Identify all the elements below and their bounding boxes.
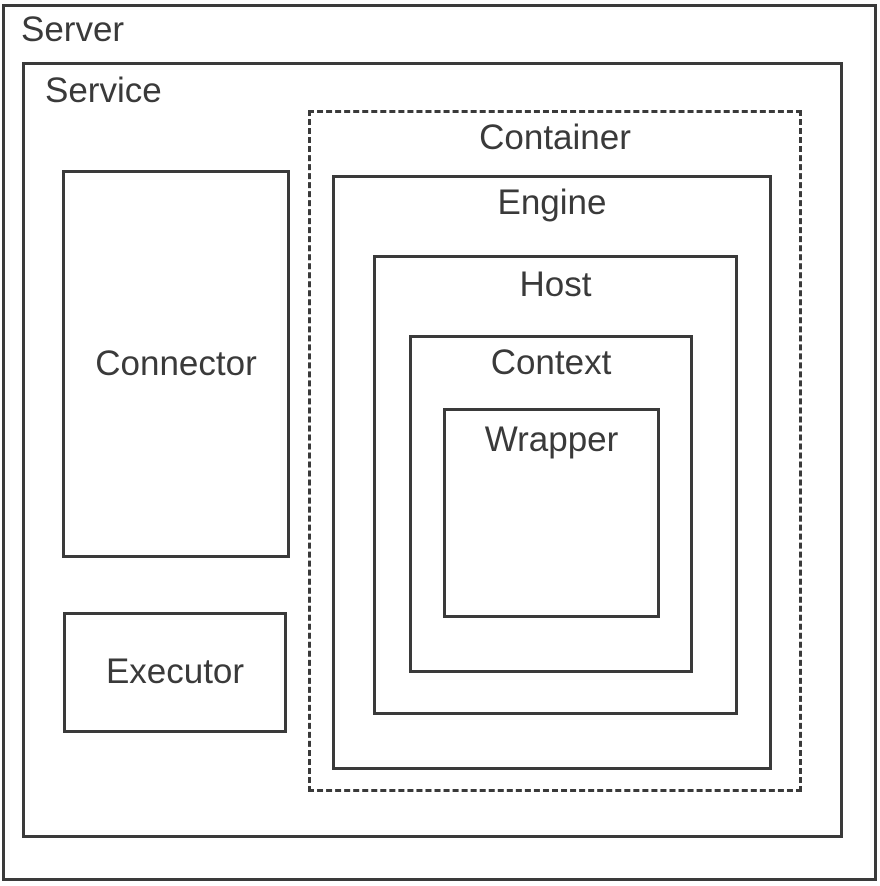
node-service-label: Service bbox=[45, 71, 162, 110]
node-service: Service bbox=[22, 62, 843, 838]
node-executor: Executor bbox=[63, 612, 287, 733]
node-wrapper: Wrapper bbox=[443, 408, 660, 618]
node-server: Server bbox=[2, 4, 877, 881]
node-executor-label: Executor bbox=[105, 652, 245, 692]
node-host-label: Host bbox=[519, 265, 592, 304]
node-host: Host bbox=[373, 255, 738, 715]
node-engine-label: Engine bbox=[497, 183, 607, 222]
node-server-label: Server bbox=[21, 10, 125, 49]
node-connector: Connector bbox=[62, 170, 290, 558]
node-connector-label: Connector bbox=[95, 343, 257, 383]
node-context: Context bbox=[409, 335, 693, 673]
node-container: Container bbox=[308, 110, 802, 792]
node-container-label: Container bbox=[479, 118, 631, 157]
node-engine: Engine bbox=[332, 175, 772, 770]
node-wrapper-label: Wrapper bbox=[484, 420, 619, 459]
node-context-label: Context bbox=[490, 343, 612, 382]
